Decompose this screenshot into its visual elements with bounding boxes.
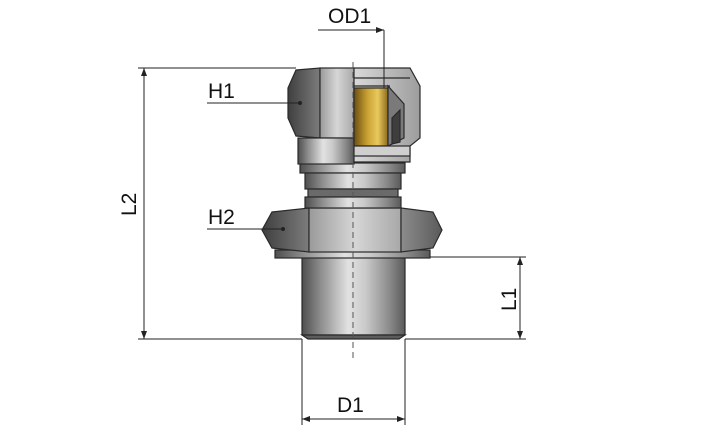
dimension-h2: H2: [207, 206, 285, 231]
union-nut-h1: [287, 67, 355, 165]
label-h2: H2: [208, 206, 235, 229]
body-hex-h2: [261, 207, 443, 253]
label-l1: L1: [498, 288, 521, 311]
brass-insert: [353, 87, 389, 147]
dimension-od1: OD1: [318, 5, 385, 88]
dimension-l2: L2: [118, 67, 302, 340]
dimension-h1: H1: [207, 80, 302, 105]
dimension-l1: L1: [405, 256, 526, 340]
section-cutaway: [353, 67, 421, 163]
label-od1: OD1: [328, 5, 371, 28]
label-l2: L2: [118, 193, 141, 216]
fitting-body: [261, 67, 443, 340]
label-h1: H1: [208, 80, 235, 103]
label-d1: D1: [337, 394, 364, 417]
dimension-d1: D1: [301, 339, 406, 425]
